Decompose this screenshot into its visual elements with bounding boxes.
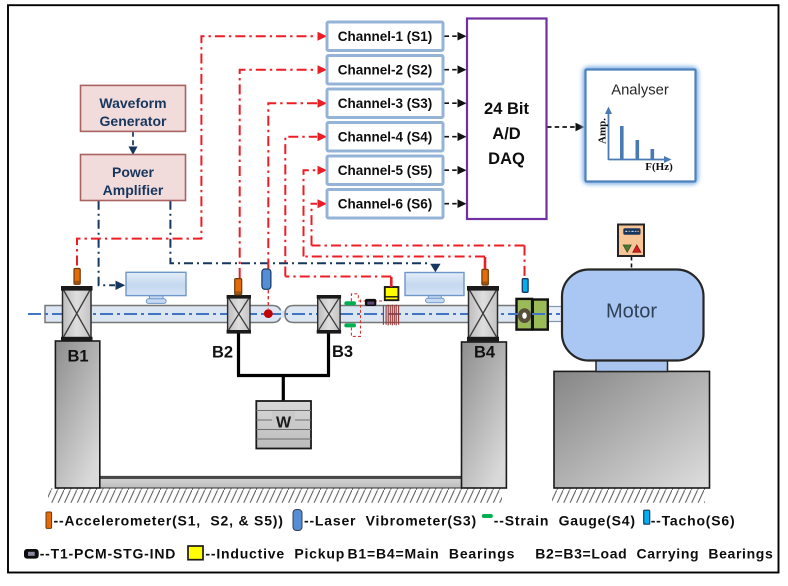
svg-text:Channel-6 (S6): Channel-6 (S6)	[338, 197, 433, 212]
svg-text:Channel-5 (S5): Channel-5 (S5)	[338, 163, 433, 178]
svg-text:F(Hz): F(Hz)	[645, 161, 673, 173]
svg-text:--Tacho(S6): --Tacho(S6)	[651, 512, 736, 528]
svg-text:Generator: Generator	[100, 113, 167, 129]
svg-text:B1=B4=Main Bearings: B1=B4=Main Bearings	[348, 545, 516, 561]
svg-text:24 Bit: 24 Bit	[484, 100, 529, 118]
svg-text:Amp.: Amp.	[597, 118, 609, 144]
svg-text:Amplifier: Amplifier	[103, 182, 164, 198]
svg-text:B2=B3=Load Carrying Bearings: B2=B3=Load Carrying Bearings	[535, 545, 773, 561]
svg-text:B1: B1	[67, 348, 88, 366]
svg-text:A/D: A/D	[492, 125, 521, 143]
svg-text:--Inductive Pickup: --Inductive Pickup	[205, 545, 345, 561]
svg-text:--Strain Gauge(S4): --Strain Gauge(S4)	[494, 512, 636, 528]
svg-text:Waveform: Waveform	[99, 95, 166, 111]
svg-text:DAQ: DAQ	[488, 150, 525, 168]
svg-text:B2: B2	[212, 344, 233, 362]
svg-text:--T1-PCM-STG-IND: --T1-PCM-STG-IND	[40, 545, 176, 561]
svg-text:B4: B4	[474, 344, 496, 362]
svg-text:Motor: Motor	[606, 301, 657, 323]
svg-text:Analyser: Analyser	[611, 83, 669, 99]
svg-text:Channel-4 (S4): Channel-4 (S4)	[338, 130, 433, 145]
svg-text:B3: B3	[332, 343, 353, 361]
svg-text:Power: Power	[112, 164, 155, 180]
svg-text:W: W	[276, 415, 292, 432]
svg-text:Channel-1 (S1): Channel-1 (S1)	[338, 29, 433, 44]
svg-text:--Laser Vibrometer(S3): --Laser Vibrometer(S3)	[304, 512, 477, 528]
svg-text:Channel-3 (S3): Channel-3 (S3)	[338, 96, 433, 111]
svg-text:--Accelerometer(S1, S2, & S5): --Accelerometer(S1, S2, & S5))	[54, 512, 284, 528]
svg-text:Channel-2 (S2): Channel-2 (S2)	[338, 63, 433, 78]
